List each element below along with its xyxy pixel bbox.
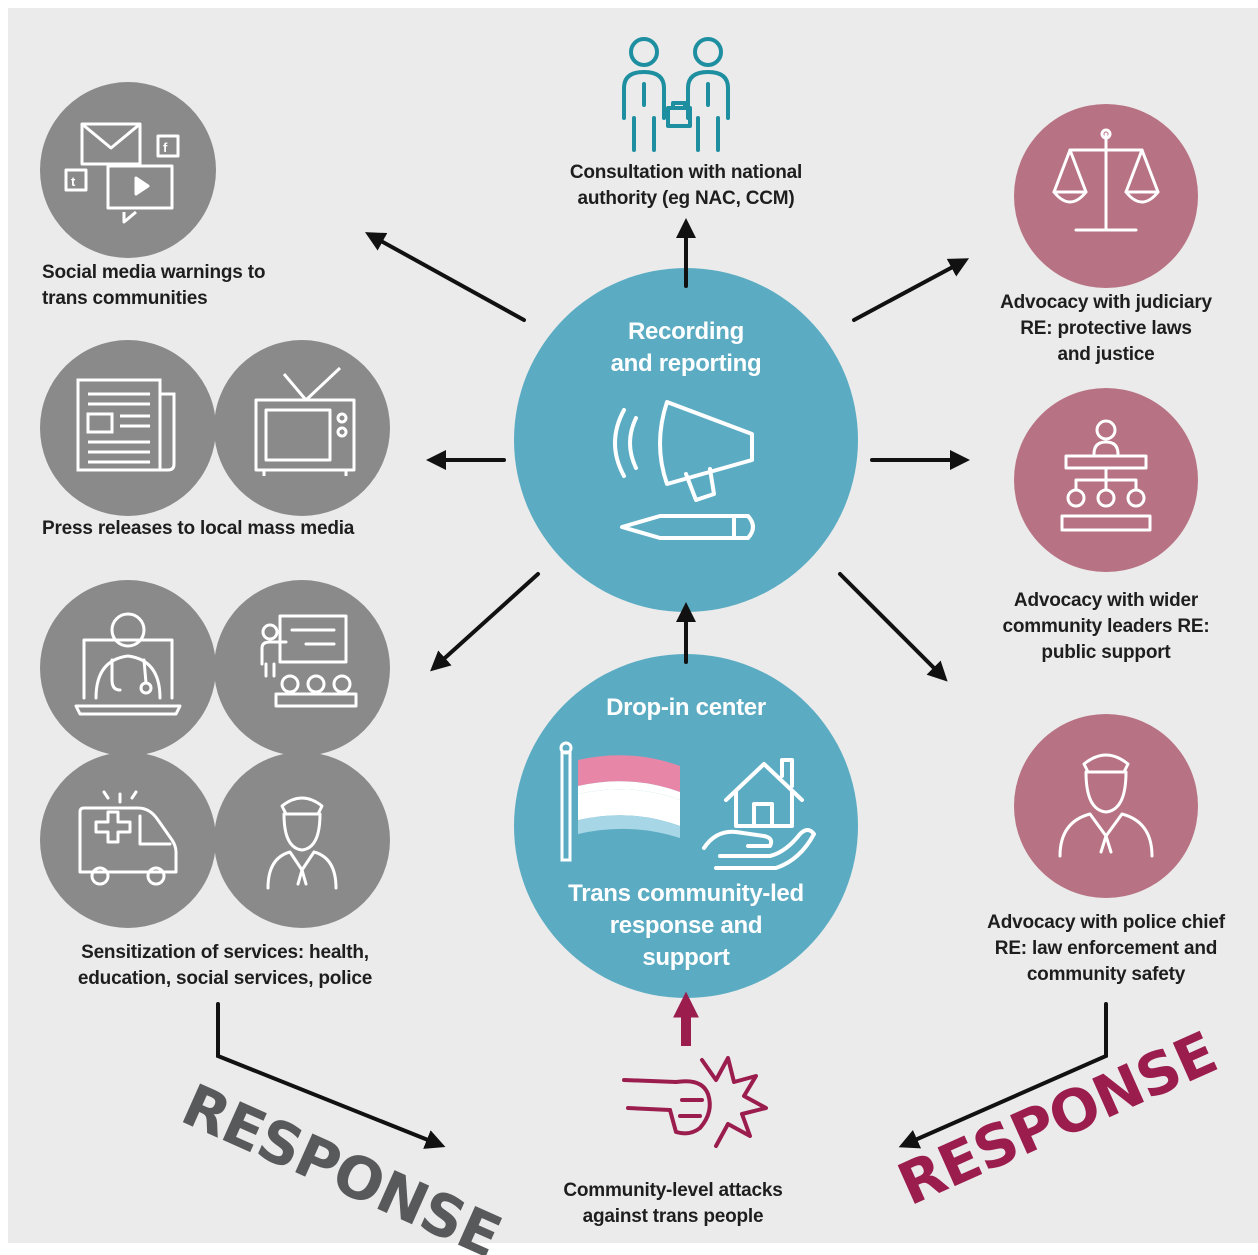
recording-title: Recording and reporting [610,318,762,377]
social-media-icon [64,122,180,224]
arrow-to-social-media [364,232,526,322]
response-label-left: RESPONSE [172,1071,510,1255]
megaphone-icon [613,400,754,502]
response-label-right: RESPONSE [888,1018,1226,1218]
police-chief-label: Advocacy with police chief RE: law enfor… [987,912,1225,985]
press-label: Press releases to local mass media [42,518,355,539]
consultation-label: Consultation with national authority (eg… [569,162,803,209]
arrow-to-police-chief [838,572,948,682]
recording-reporting-circle [514,268,858,612]
police-circle-left [214,752,390,928]
classroom-circle [214,580,390,756]
two-people-briefcase-icon [622,37,730,152]
police-officer-icon-right [1058,753,1154,858]
police-officer-icon [266,796,338,890]
newspaper-icon [76,378,176,472]
television-circle [214,340,390,516]
ambulance-circle [40,752,216,928]
scales-icon [1052,128,1160,232]
services-label: Sensitization of services: health, educa… [77,942,373,989]
dropin-subtitle: Trans community-led response and support [568,880,804,971]
response-arrow-left [216,1002,446,1149]
facebook-icon: f [163,140,168,155]
ambulance-icon [78,790,178,886]
tumblr-icon: t [71,174,76,189]
television-icon [254,366,356,476]
classroom-icon [260,614,358,708]
arrow-to-services [430,572,540,672]
house-in-hand-icon [702,758,816,870]
community-leaders-label: Advocacy with wider community leaders RE… [1002,590,1210,663]
attacks-label: Community-level attacks against trans pe… [563,1180,783,1227]
trans-flag-icon [559,741,680,862]
arrow-to-judiciary [852,258,970,322]
pencil-icon [620,514,755,540]
police-circle-right [1014,714,1198,898]
community-hierarchy-icon [1060,419,1152,532]
newspaper-circle [40,340,216,516]
arrows [216,218,1108,1149]
doctor-icon [74,612,182,716]
dropin-title: Drop-in center [606,694,766,721]
response-arrow-right [898,1002,1108,1149]
social-media-label: Social media warnings to trans communiti… [42,262,266,309]
fist-impact-icon [622,1056,768,1148]
doctor-circle [40,580,216,756]
judiciary-label: Advocacy with judiciary RE: protective l… [1000,292,1212,365]
drop-in-center-circle [514,654,858,998]
